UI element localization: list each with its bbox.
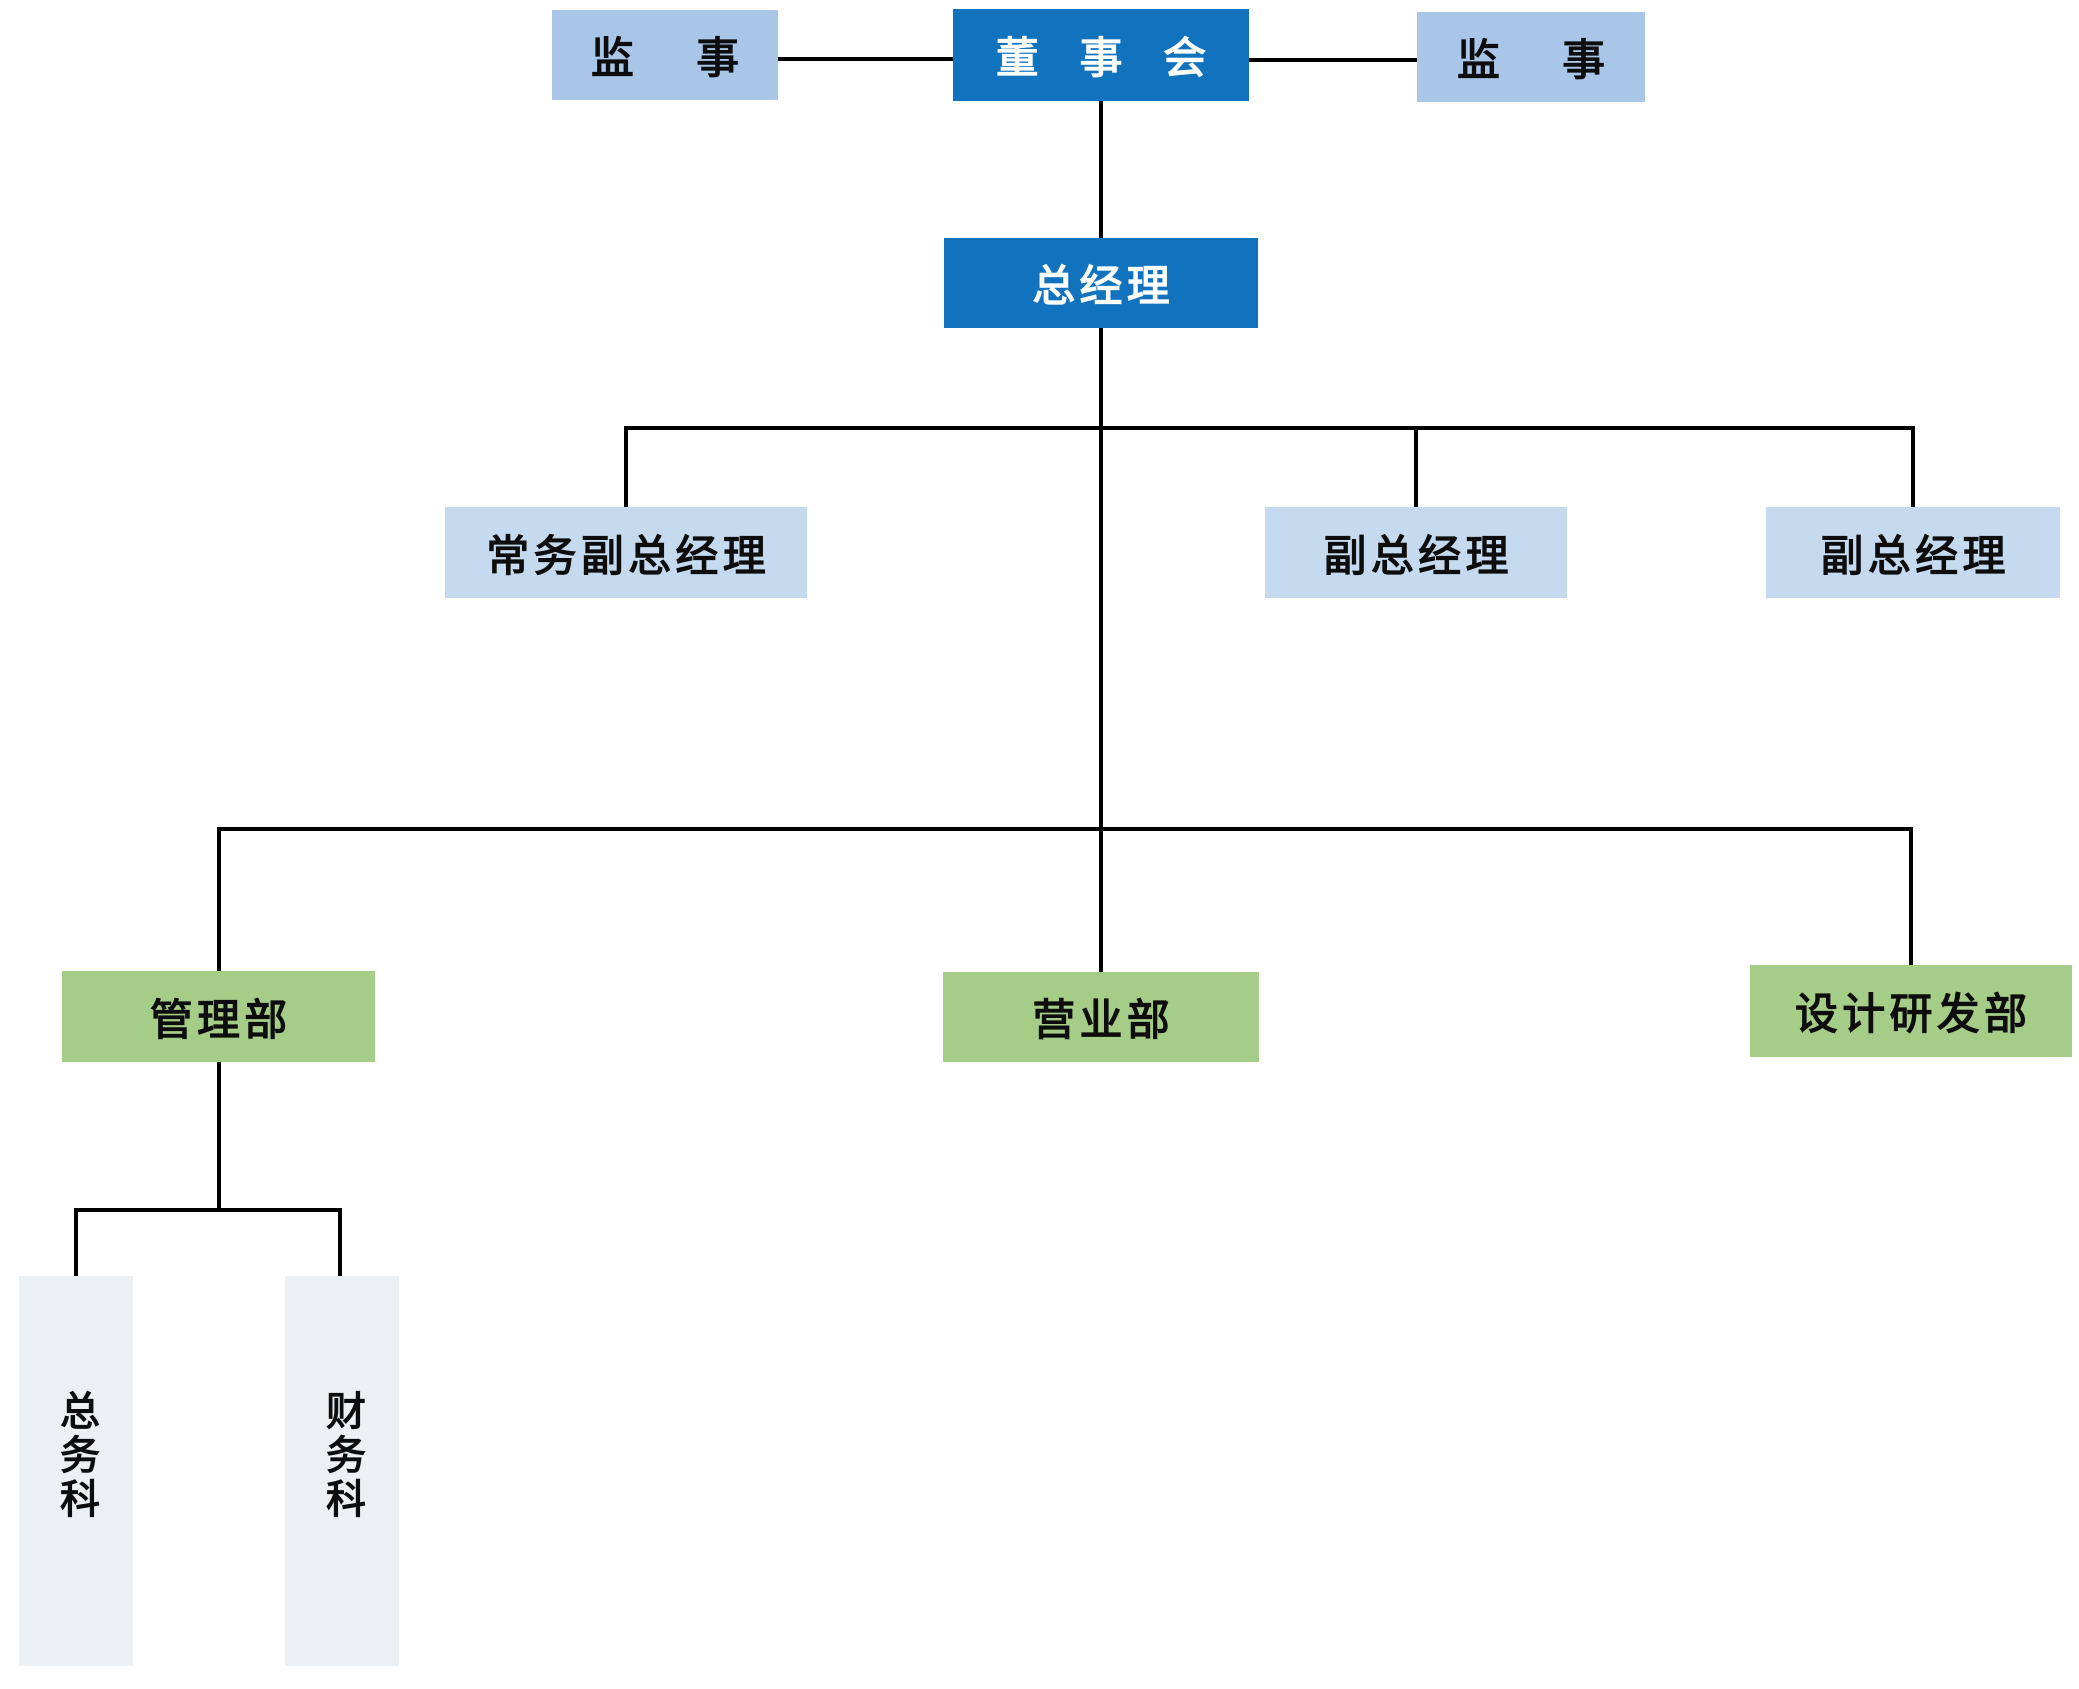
node-deputy-gm-1-label: 副总经理 [1323, 531, 1513, 582]
node-supervisor-right: 监 事 [1417, 12, 1645, 102]
node-supervisor-left-label: 监 事 [590, 34, 763, 84]
node-sales-dept-label: 营业部 [1032, 996, 1175, 1046]
node-general-manager: 总经理 [944, 238, 1258, 328]
connector-drop-general-affairs [74, 1208, 78, 1276]
node-deputy-gm-2-label: 副总经理 [1820, 531, 2010, 582]
node-general-affairs-section-label: 总务科 [53, 1390, 100, 1522]
connector-gm-trunk [1099, 328, 1103, 972]
node-general-affairs-section: 总务科 [19, 1276, 133, 1666]
node-management-dept: 管理部 [62, 971, 375, 1062]
connector-deputy-row-horizontal [624, 426, 1915, 430]
connector-board-supervisor-right [1249, 58, 1417, 62]
node-board-of-directors: 董 事 会 [953, 9, 1249, 101]
connector-management-trunk [217, 1062, 221, 1210]
connector-drop-finance [338, 1208, 342, 1276]
node-deputy-gm-2: 副总经理 [1766, 507, 2060, 598]
connector-drop-design-rd-dept [1909, 827, 1913, 965]
node-sales-dept: 营业部 [943, 972, 1259, 1062]
node-design-rd-dept: 设计研发部 [1750, 965, 2072, 1057]
node-supervisor-left: 监 事 [552, 10, 778, 100]
node-management-dept-label: 管理部 [149, 995, 292, 1046]
node-finance-section-label: 财务科 [319, 1390, 366, 1522]
connector-drop-deputy-gm-2 [1911, 426, 1915, 507]
connector-section-row-horizontal [74, 1208, 342, 1212]
connector-drop-exec-deputy-gm [624, 426, 628, 507]
connector-drop-deputy-gm-1 [1414, 426, 1418, 507]
node-board-of-directors-label: 董 事 会 [995, 34, 1220, 84]
node-exec-deputy-gm-label: 常务副总经理 [486, 531, 771, 582]
connector-board-gm [1099, 101, 1103, 238]
connector-dept-row-horizontal [217, 827, 1913, 831]
node-exec-deputy-gm: 常务副总经理 [445, 507, 807, 598]
node-general-manager-label: 总经理 [1032, 262, 1175, 312]
connector-drop-management-dept [217, 827, 221, 971]
connector-board-supervisor-left [778, 57, 953, 61]
node-design-rd-dept-label: 设计研发部 [1794, 990, 2032, 1040]
node-supervisor-right-label: 监 事 [1456, 36, 1629, 86]
node-deputy-gm-1: 副总经理 [1265, 507, 1567, 598]
node-finance-section: 财务科 [285, 1276, 399, 1666]
